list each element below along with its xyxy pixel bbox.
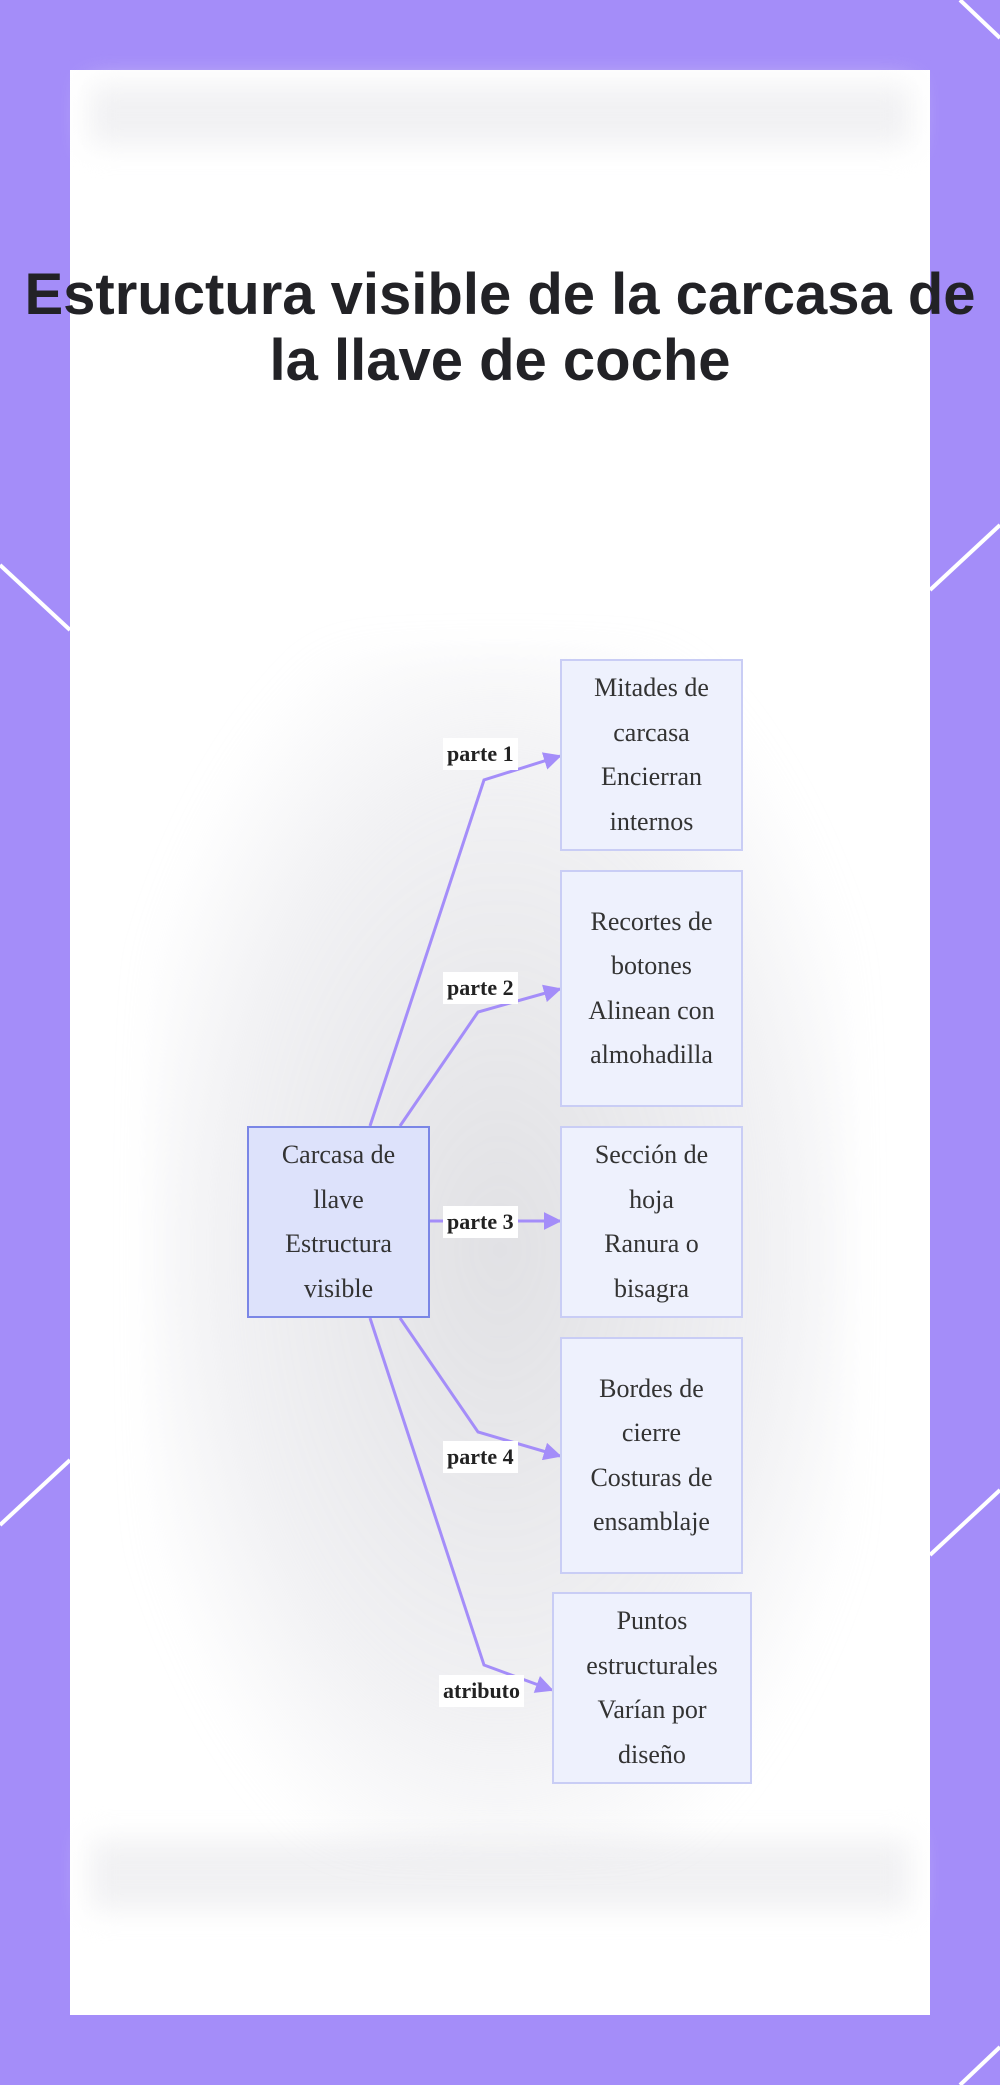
root-line-3: Estructura [285,1229,392,1258]
edge-atributo [368,1317,554,1693]
leaf-line: Sección de [594,1140,709,1169]
leaf-line: Ranura o [604,1229,699,1258]
leaf-line: internos [609,806,694,836]
edge-label-parte-3: parte 3 [443,1206,518,1238]
leaf-line: cierre [621,1418,682,1447]
leaf-node-parte-4: Bordes de cierre Costuras de ensamblaje [560,1337,743,1574]
edge-label-atributo: atributo [439,1675,524,1707]
leaf-node-parte-2: Recortes de botones Alinean con almohadi… [560,870,743,1107]
leaf-line: ensamblaje [593,1507,710,1536]
leaf-line: Varían por [597,1695,707,1724]
leaf-line: diseño [618,1739,686,1769]
leaf-line: Costuras de [590,1462,713,1492]
blurred-header-band [90,85,910,145]
root-line-1: Carcasa de [281,1140,396,1169]
leaf-line: estructurales [586,1650,718,1680]
root-line-4: visible [303,1273,374,1303]
leaf-line: hoja [629,1184,674,1214]
leaf-line: Alinean con [588,995,715,1025]
edge-label-parte-1: parte 1 [443,738,518,770]
root-node: Carcasa de llave Estructura visible [247,1126,430,1318]
leaf-line: Mitades de [594,673,709,702]
leaf-line: carcasa [613,717,690,747]
leaf-line: Bordes de [599,1373,704,1403]
page-title: Estructura visible de la carcasa de la l… [0,262,1000,394]
leaf-line: Puntos [616,1606,688,1635]
leaf-node-parte-1: Mitades de carcasa Encierran internos [560,659,743,851]
leaf-node-parte-3: Sección de hoja Ranura o bisagra [560,1126,743,1318]
title-line-2: la llave de coche [269,328,731,393]
blurred-footer-band [90,1840,910,1910]
edge-parte-2 [398,984,562,1127]
edge-parte-4 [398,1317,562,1461]
root-line-2: llave [313,1184,364,1214]
title-line-1: Estructura visible de la carcasa de [24,262,976,327]
edge-label-parte-2: parte 2 [443,972,518,1004]
leaf-line: Encierran [600,762,703,791]
edge-label-parte-4: parte 4 [443,1441,518,1473]
leaf-line: bisagra [613,1273,690,1303]
leaf-node-atributo: Puntos estructurales Varían por diseño [552,1592,752,1784]
leaf-line: almohadilla [590,1040,713,1069]
edge-parte-1 [368,752,562,1127]
leaf-line: botones [611,951,692,980]
leaf-line: Recortes de [590,906,713,936]
